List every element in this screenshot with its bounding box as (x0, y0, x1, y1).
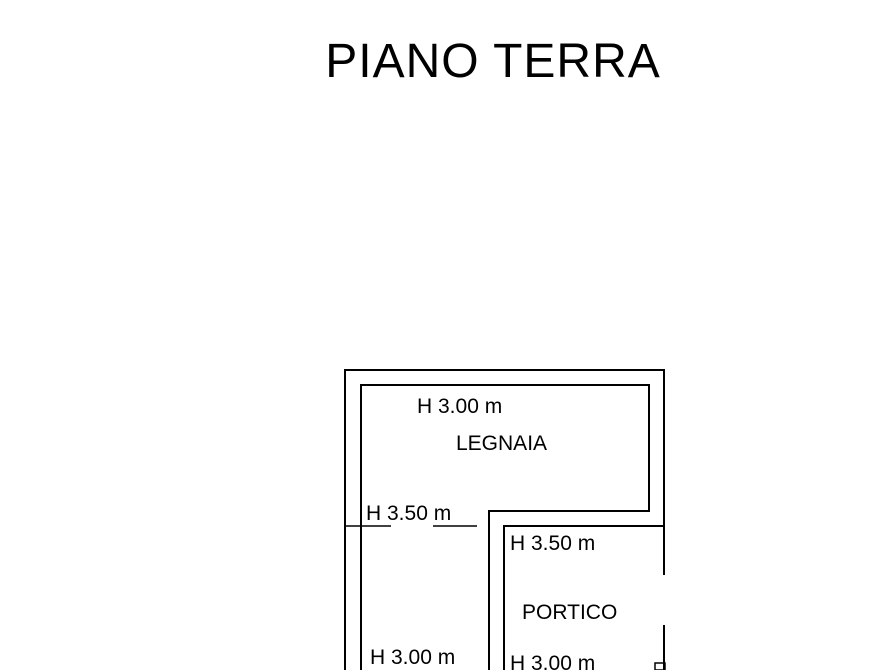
portico-height-label-top: H 3.50 m (510, 532, 595, 555)
pillar (654, 662, 666, 670)
portico-walls (503, 525, 664, 670)
page-title: PIANO TERRA (325, 35, 661, 88)
legnaia-room-label: LEGNAIA (456, 432, 547, 455)
legnaia-walls (360, 384, 650, 670)
portico-height-label-bottom: H 3.00 m (510, 652, 595, 670)
height-marker-lower: H 3.00 m (370, 646, 455, 669)
portico-room-label: PORTICO (522, 601, 617, 624)
height-marker-upper: H 3.50 m (366, 502, 451, 525)
legnaia-height-label: H 3.00 m (417, 395, 502, 418)
